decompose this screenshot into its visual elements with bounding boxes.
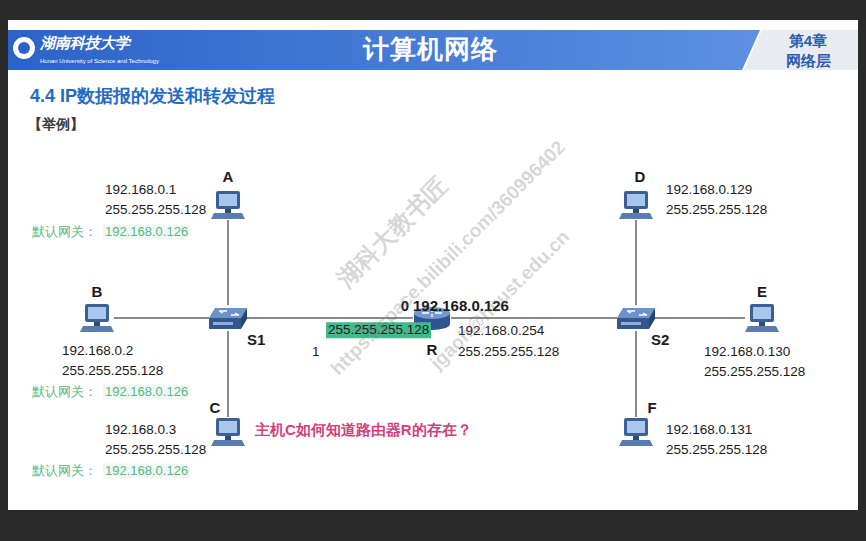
address-text: 255.255.255.128 xyxy=(666,442,767,458)
address-text: 192.168.0.2 xyxy=(62,343,133,359)
network-link xyxy=(655,317,745,319)
interface-number: 0 xyxy=(401,297,409,314)
host-computer: E192.168.0.130255.255.255.128 xyxy=(745,303,779,333)
address-text: 255.255.255.128 xyxy=(704,364,805,380)
question-callout: 主机C如何知道路由器R的存在？ xyxy=(255,421,472,438)
example-tag: 【举例】 xyxy=(28,116,84,132)
address-text: 192.168.0.254 xyxy=(458,323,544,339)
address-text: 255.255.255.128 xyxy=(458,344,559,360)
device-name: D xyxy=(635,168,646,185)
address-text: 255.255.255.128 xyxy=(105,202,206,218)
address-text: 192.168.0.131 xyxy=(666,422,752,438)
switch-icon xyxy=(209,305,247,331)
network-link xyxy=(635,220,637,305)
host-computer xyxy=(211,417,245,447)
slide-title: 计算机网络 xyxy=(363,35,498,65)
device-name: E xyxy=(757,283,767,300)
gateway-address: 192.168.0.126 xyxy=(103,464,190,479)
host-computer: D192.168.0.129255.255.255.128 xyxy=(619,190,653,220)
gateway-label: 默认网关： xyxy=(32,464,97,479)
watermark: https://space.bilibili.com/360996402 xyxy=(326,136,569,379)
device-name: S1 xyxy=(247,331,265,348)
network-link xyxy=(247,317,413,319)
logo-emblem xyxy=(18,42,30,54)
address-text: 255.255.255.128 xyxy=(105,442,206,458)
slide xyxy=(8,20,858,510)
network-link xyxy=(227,220,229,305)
host-computer: F192.168.0.131255.255.255.128 xyxy=(619,417,653,447)
university-name-en: Hunan University of Science and Technolo… xyxy=(40,58,159,65)
watermark: 湖科大教书匠 xyxy=(331,171,452,292)
logo-emblem xyxy=(12,36,36,60)
network-link xyxy=(451,317,617,319)
device-name: F xyxy=(647,399,656,416)
host-computer xyxy=(211,190,245,220)
address-text: 192.168.0.3 xyxy=(105,422,176,438)
device-name: R xyxy=(427,341,438,358)
highlighted-address: 255.255.255.128 xyxy=(326,322,431,338)
section-heading: 4.4 IP数据报的发送和转发过程 xyxy=(30,86,275,107)
gateway-address: 192.168.0.126 xyxy=(103,385,190,400)
device-name: B xyxy=(92,283,103,300)
switch-icon: S2 xyxy=(617,305,655,331)
host-computer: B192.168.0.2255.255.255.128默认网关：192.168.… xyxy=(80,303,114,333)
device-name: S2 xyxy=(651,331,669,348)
gateway-label: 默认网关： xyxy=(32,225,97,240)
network-link xyxy=(114,317,209,319)
device-name: A xyxy=(223,168,234,185)
address-text: 255.255.255.128 xyxy=(666,202,767,218)
chapter-name: 网络层 xyxy=(786,52,831,69)
interface-number: 192.168.0.126 xyxy=(413,297,509,314)
switch-icon: S1 xyxy=(209,305,247,331)
device-name: C xyxy=(210,399,221,416)
gateway-address: 192.168.0.126 xyxy=(103,225,190,240)
address-text: 192.168.0.130 xyxy=(704,344,790,360)
chapter-number: 第4章 xyxy=(789,32,827,49)
address-text: 255.255.255.128 xyxy=(62,363,163,379)
header-band xyxy=(8,30,760,70)
switch-icon xyxy=(617,305,655,331)
address-text: 1 xyxy=(312,344,320,360)
host-computer: A192.168.0.1255.255.255.128默认网关：192.168.… xyxy=(211,190,245,220)
gateway-label: 默认网关： xyxy=(32,385,97,400)
address-text: 192.168.0.1 xyxy=(105,182,176,198)
host-computer: C192.168.0.3255.255.255.128默认网关：192.168.… xyxy=(211,417,245,447)
router-icon: R0192.168.0.126255.255.255.1281192.168.0… xyxy=(413,305,451,331)
address-text: 192.168.0.129 xyxy=(666,182,752,198)
chapter-panel xyxy=(744,30,858,70)
network-link xyxy=(635,331,637,417)
host-computer xyxy=(619,417,653,447)
network-link xyxy=(227,331,229,417)
host-computer xyxy=(745,303,779,333)
host-computer xyxy=(619,190,653,220)
university-name: 湖南科技大学 xyxy=(40,35,130,52)
host-computer xyxy=(80,303,114,333)
